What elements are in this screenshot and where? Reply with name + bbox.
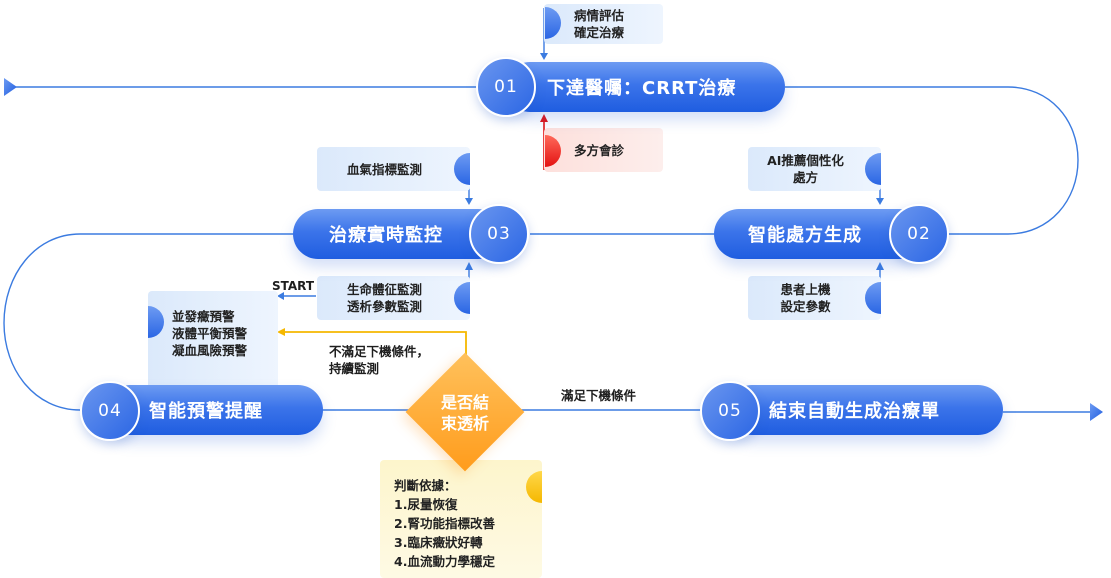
note-marker-icon	[526, 471, 542, 503]
note-vitals: 生命體征監測 透析參數監測	[317, 276, 470, 320]
step-05-pill[interactable]: 結束自動生成治療單	[727, 385, 1003, 435]
arrow-head-up-icon	[876, 262, 884, 270]
arrow-head-up-icon	[540, 114, 548, 122]
note-assessment: 病情評估 確定治療	[544, 4, 663, 44]
decision-label: 是否結 束透析	[440, 393, 489, 433]
note-marker-icon	[148, 306, 164, 338]
step-04-number: 04	[80, 381, 140, 441]
note-marker-icon	[545, 135, 561, 167]
note-bloodgas: 血氣指標監測	[317, 147, 470, 191]
note-marker-icon	[454, 153, 470, 185]
step-02-number: 02	[889, 204, 949, 264]
no-branch-label: 不滿足下機條件， 持續監測	[329, 344, 430, 376]
note-alerts: 並發癥預警 液體平衡預警 凝血風險預警	[148, 291, 278, 391]
step-05-label: 結束自動生成治療單	[769, 401, 940, 422]
exit-arrow-icon	[1090, 403, 1103, 421]
note-marker-icon	[865, 282, 881, 314]
entry-arrow-icon	[4, 78, 17, 96]
arrow-head-down-icon	[540, 53, 548, 60]
note-machine-setup: 患者上機 設定參數	[748, 276, 881, 320]
arrow-head-up-icon	[465, 262, 473, 270]
start-label: START	[272, 279, 315, 293]
note-consultation: 多方會診	[544, 128, 663, 172]
step-04-pill[interactable]: 智能預警提醒	[105, 385, 323, 435]
note-marker-icon	[865, 153, 881, 185]
step-01-number: 01	[476, 57, 536, 117]
note-marker-icon	[454, 282, 470, 314]
note-marker-icon	[545, 7, 561, 39]
step-03-pill[interactable]: 治療實時監控	[293, 209, 503, 259]
line-03-to-04	[3, 233, 294, 411]
step-02-label: 智能處方生成	[748, 225, 862, 246]
step-01-label: 下達醫囑：CRRT治療	[547, 78, 737, 99]
note-ai-recommend: AI推薦個性化 處方	[748, 147, 881, 191]
arrow-head-down-icon	[465, 198, 473, 205]
arrow-head-left-icon	[277, 292, 284, 300]
loop-back-line	[284, 331, 467, 355]
step-01-pill[interactable]: 下達醫囑：CRRT治療	[505, 62, 785, 112]
step-03-label: 治療實時監控	[329, 225, 443, 246]
step-03-number: 03	[469, 204, 529, 264]
step-04-label: 智能預警提醒	[149, 401, 263, 422]
step-05-number: 05	[700, 381, 760, 441]
line-01-to-02	[785, 86, 1079, 235]
note-criteria: 判斷依據： 1.尿量恢復 2.腎功能指標改善 3.臨床癥狀好轉 4.血流動力學穩…	[380, 460, 542, 578]
yes-branch-label: 滿足下機條件	[561, 388, 637, 403]
arrow-head-down-icon	[876, 198, 884, 205]
arrow-head-left-icon	[277, 328, 285, 336]
